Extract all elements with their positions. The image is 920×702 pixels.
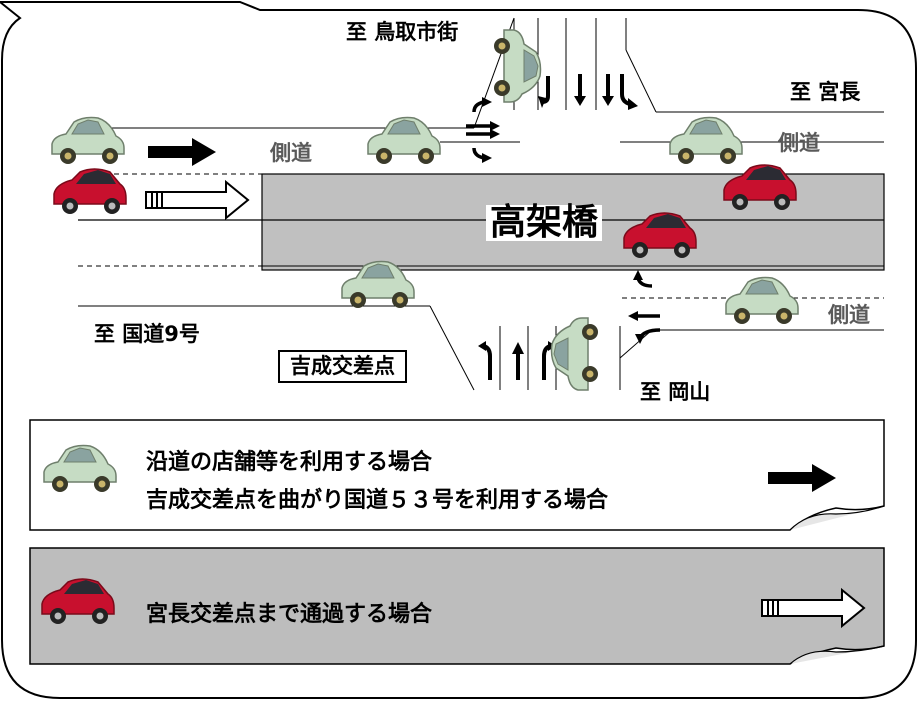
label-side-road-west: 側道 [270, 141, 312, 165]
label-viaduct: 高架橋 [486, 205, 603, 241]
label-side-road-south: 側道 [828, 303, 870, 327]
legend-line-through: 宮長交差点まで通過する場合 [146, 602, 433, 627]
legend-box-local [29, 419, 885, 531]
label-intersection: 吉成交差点 [278, 350, 407, 383]
legend-line-route53: 吉成交差点を曲がり国道５３号を利用する場合 [146, 488, 609, 513]
legend-line-local: 沿道の店舗等を利用する場合 [146, 450, 433, 475]
label-to-tottori: 至 鳥取市街 [346, 20, 459, 44]
label-side-road-east: 側道 [778, 131, 820, 155]
label-to-okayama: 至 岡山 [640, 380, 711, 404]
label-to-route9: 至 国道9号 [94, 322, 200, 346]
label-to-miyanaga: 至 宮長 [790, 80, 861, 104]
